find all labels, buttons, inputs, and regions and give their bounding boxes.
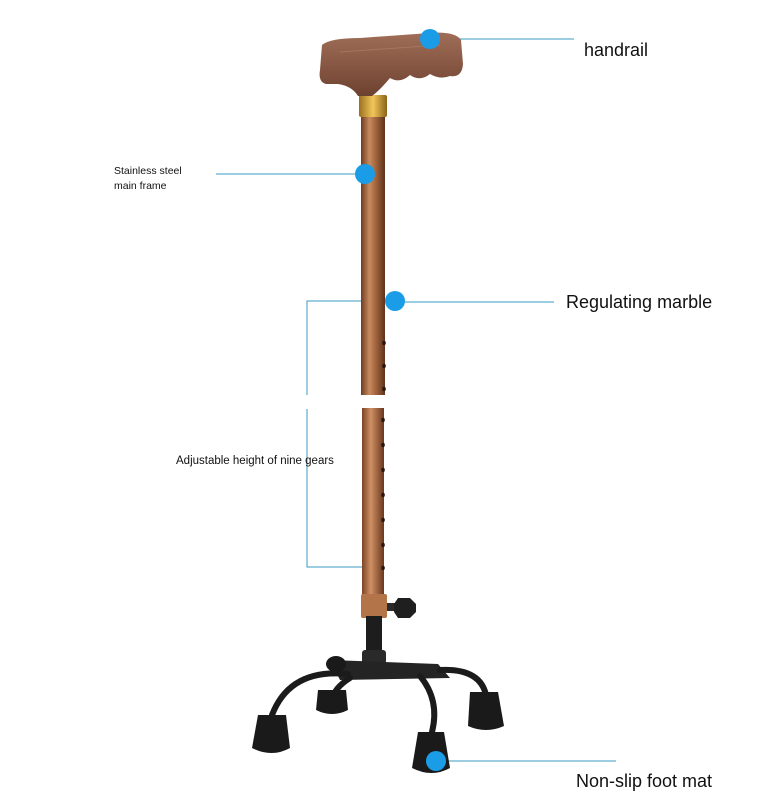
callout-dot-regulating xyxy=(385,291,405,311)
shaft-gap xyxy=(300,395,390,409)
callout-bracket-adjustable xyxy=(306,300,383,568)
lower-tube xyxy=(366,616,382,656)
handle xyxy=(319,32,463,96)
height-clamp xyxy=(361,594,387,618)
upper-shaft xyxy=(361,116,385,396)
callout-lines xyxy=(216,38,616,762)
label-frame-line1: Stainless steel xyxy=(114,165,182,177)
callout-dot-foot xyxy=(426,751,446,771)
lower-shaft xyxy=(362,408,384,598)
label-adjustable: Adjustable height of nine gears xyxy=(176,455,334,467)
adjustment-holes xyxy=(381,340,386,571)
callout-dot-frame xyxy=(355,164,375,184)
locking-knob xyxy=(394,598,416,618)
label-handrail: handrail xyxy=(584,40,649,60)
gold-collar xyxy=(359,95,387,117)
label-frame: Stainless steel main frame xyxy=(114,164,182,194)
callout-dot-handrail xyxy=(420,29,440,49)
callout-dots xyxy=(355,29,446,771)
label-regulating: Regulating marble xyxy=(566,292,713,312)
label-frame-line2: main frame xyxy=(114,180,167,192)
label-foot: Non-slip foot mat xyxy=(576,771,713,791)
